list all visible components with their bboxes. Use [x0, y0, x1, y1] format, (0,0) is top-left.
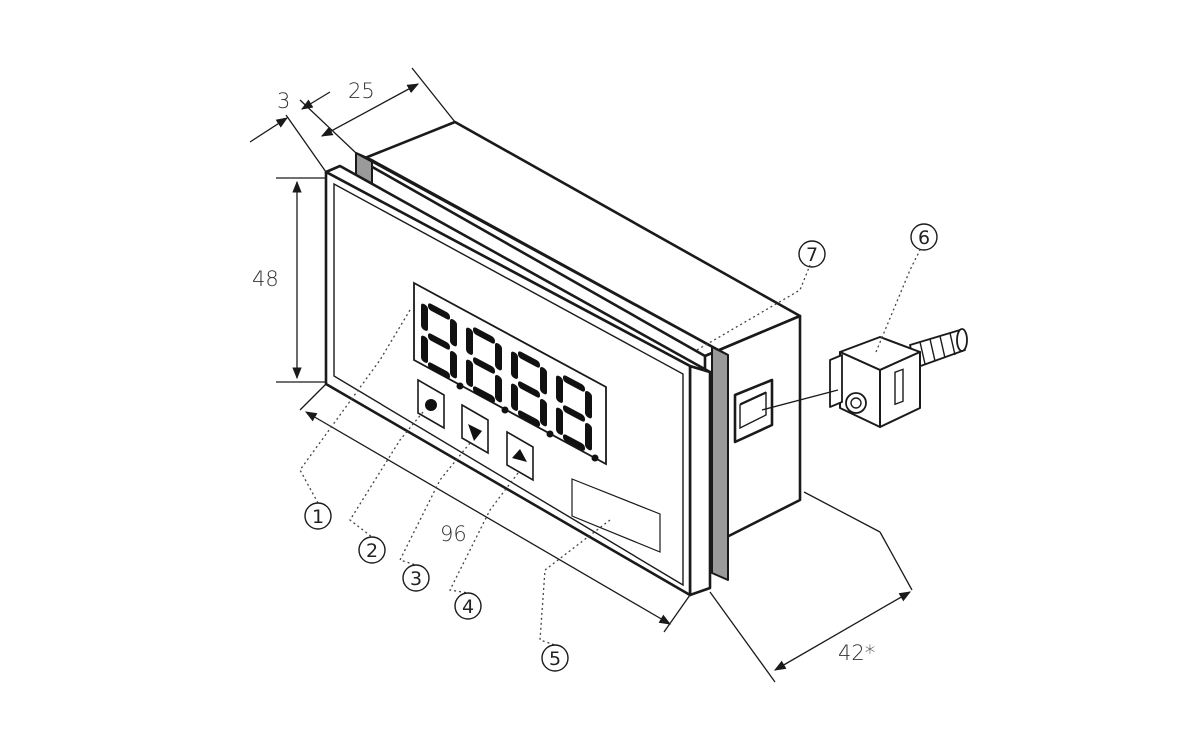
digit-segment [563, 375, 585, 392]
svg-text:5: 5 [549, 648, 561, 670]
callout-4: 4 [454, 592, 482, 620]
digit-segment [473, 357, 495, 374]
svg-text:6: 6 [918, 227, 930, 249]
leader-lines [299, 249, 921, 646]
digit-segment [421, 303, 428, 331]
digit-segment [428, 303, 450, 320]
dim-height-label: 48 [252, 267, 279, 291]
digit-segment [466, 359, 473, 387]
digit-segment [473, 386, 495, 403]
dim-thickness-label: 3 [277, 89, 290, 113]
digit-segment [495, 375, 502, 403]
display-digit [421, 303, 457, 379]
svg-text:4: 4 [462, 596, 474, 618]
svg-text:3: 3 [410, 568, 422, 590]
display-digit [466, 327, 502, 403]
digit-segment [540, 399, 547, 427]
terminal-connector [829, 328, 968, 428]
digit-segment [473, 327, 495, 344]
callout-3: 3 [402, 564, 430, 592]
digit-segment [495, 343, 502, 371]
svg-text:7: 7 [806, 244, 818, 266]
digit-segment [421, 335, 428, 363]
digit-segment [450, 319, 457, 347]
svg-text:1: 1 [312, 506, 324, 528]
digit-segment [556, 375, 563, 403]
digit-segment [556, 407, 563, 435]
dim-depth-front-label: 25 [348, 79, 375, 103]
circle-dot-icon [425, 399, 437, 411]
callout-6: 6 [910, 223, 938, 251]
digit-segment [450, 351, 457, 379]
digit-segment [466, 327, 473, 355]
digit-segment [518, 381, 540, 398]
digit-segment [511, 351, 518, 379]
dim-depth-rear-label: 42* [838, 641, 875, 665]
callout-1: 1 [304, 502, 332, 530]
dimensions: 48 96 3 25 42* [249, 67, 913, 683]
digit-segment [428, 362, 450, 379]
callouts: 1 2 3 4 5 6 7 [304, 223, 938, 672]
digit-segment [518, 351, 540, 368]
callout-7: 7 [798, 240, 826, 268]
digit-segment [511, 383, 518, 411]
callout-5: 5 [541, 644, 569, 672]
digit-segment [585, 391, 592, 419]
digit-segment [585, 423, 592, 451]
digit-segment [428, 333, 450, 350]
connector-socket [733, 378, 774, 444]
svg-text:2: 2 [366, 540, 378, 562]
callout-2: 2 [358, 536, 386, 564]
dim-width-label: 96 [440, 522, 467, 546]
digit-segment [540, 367, 547, 395]
